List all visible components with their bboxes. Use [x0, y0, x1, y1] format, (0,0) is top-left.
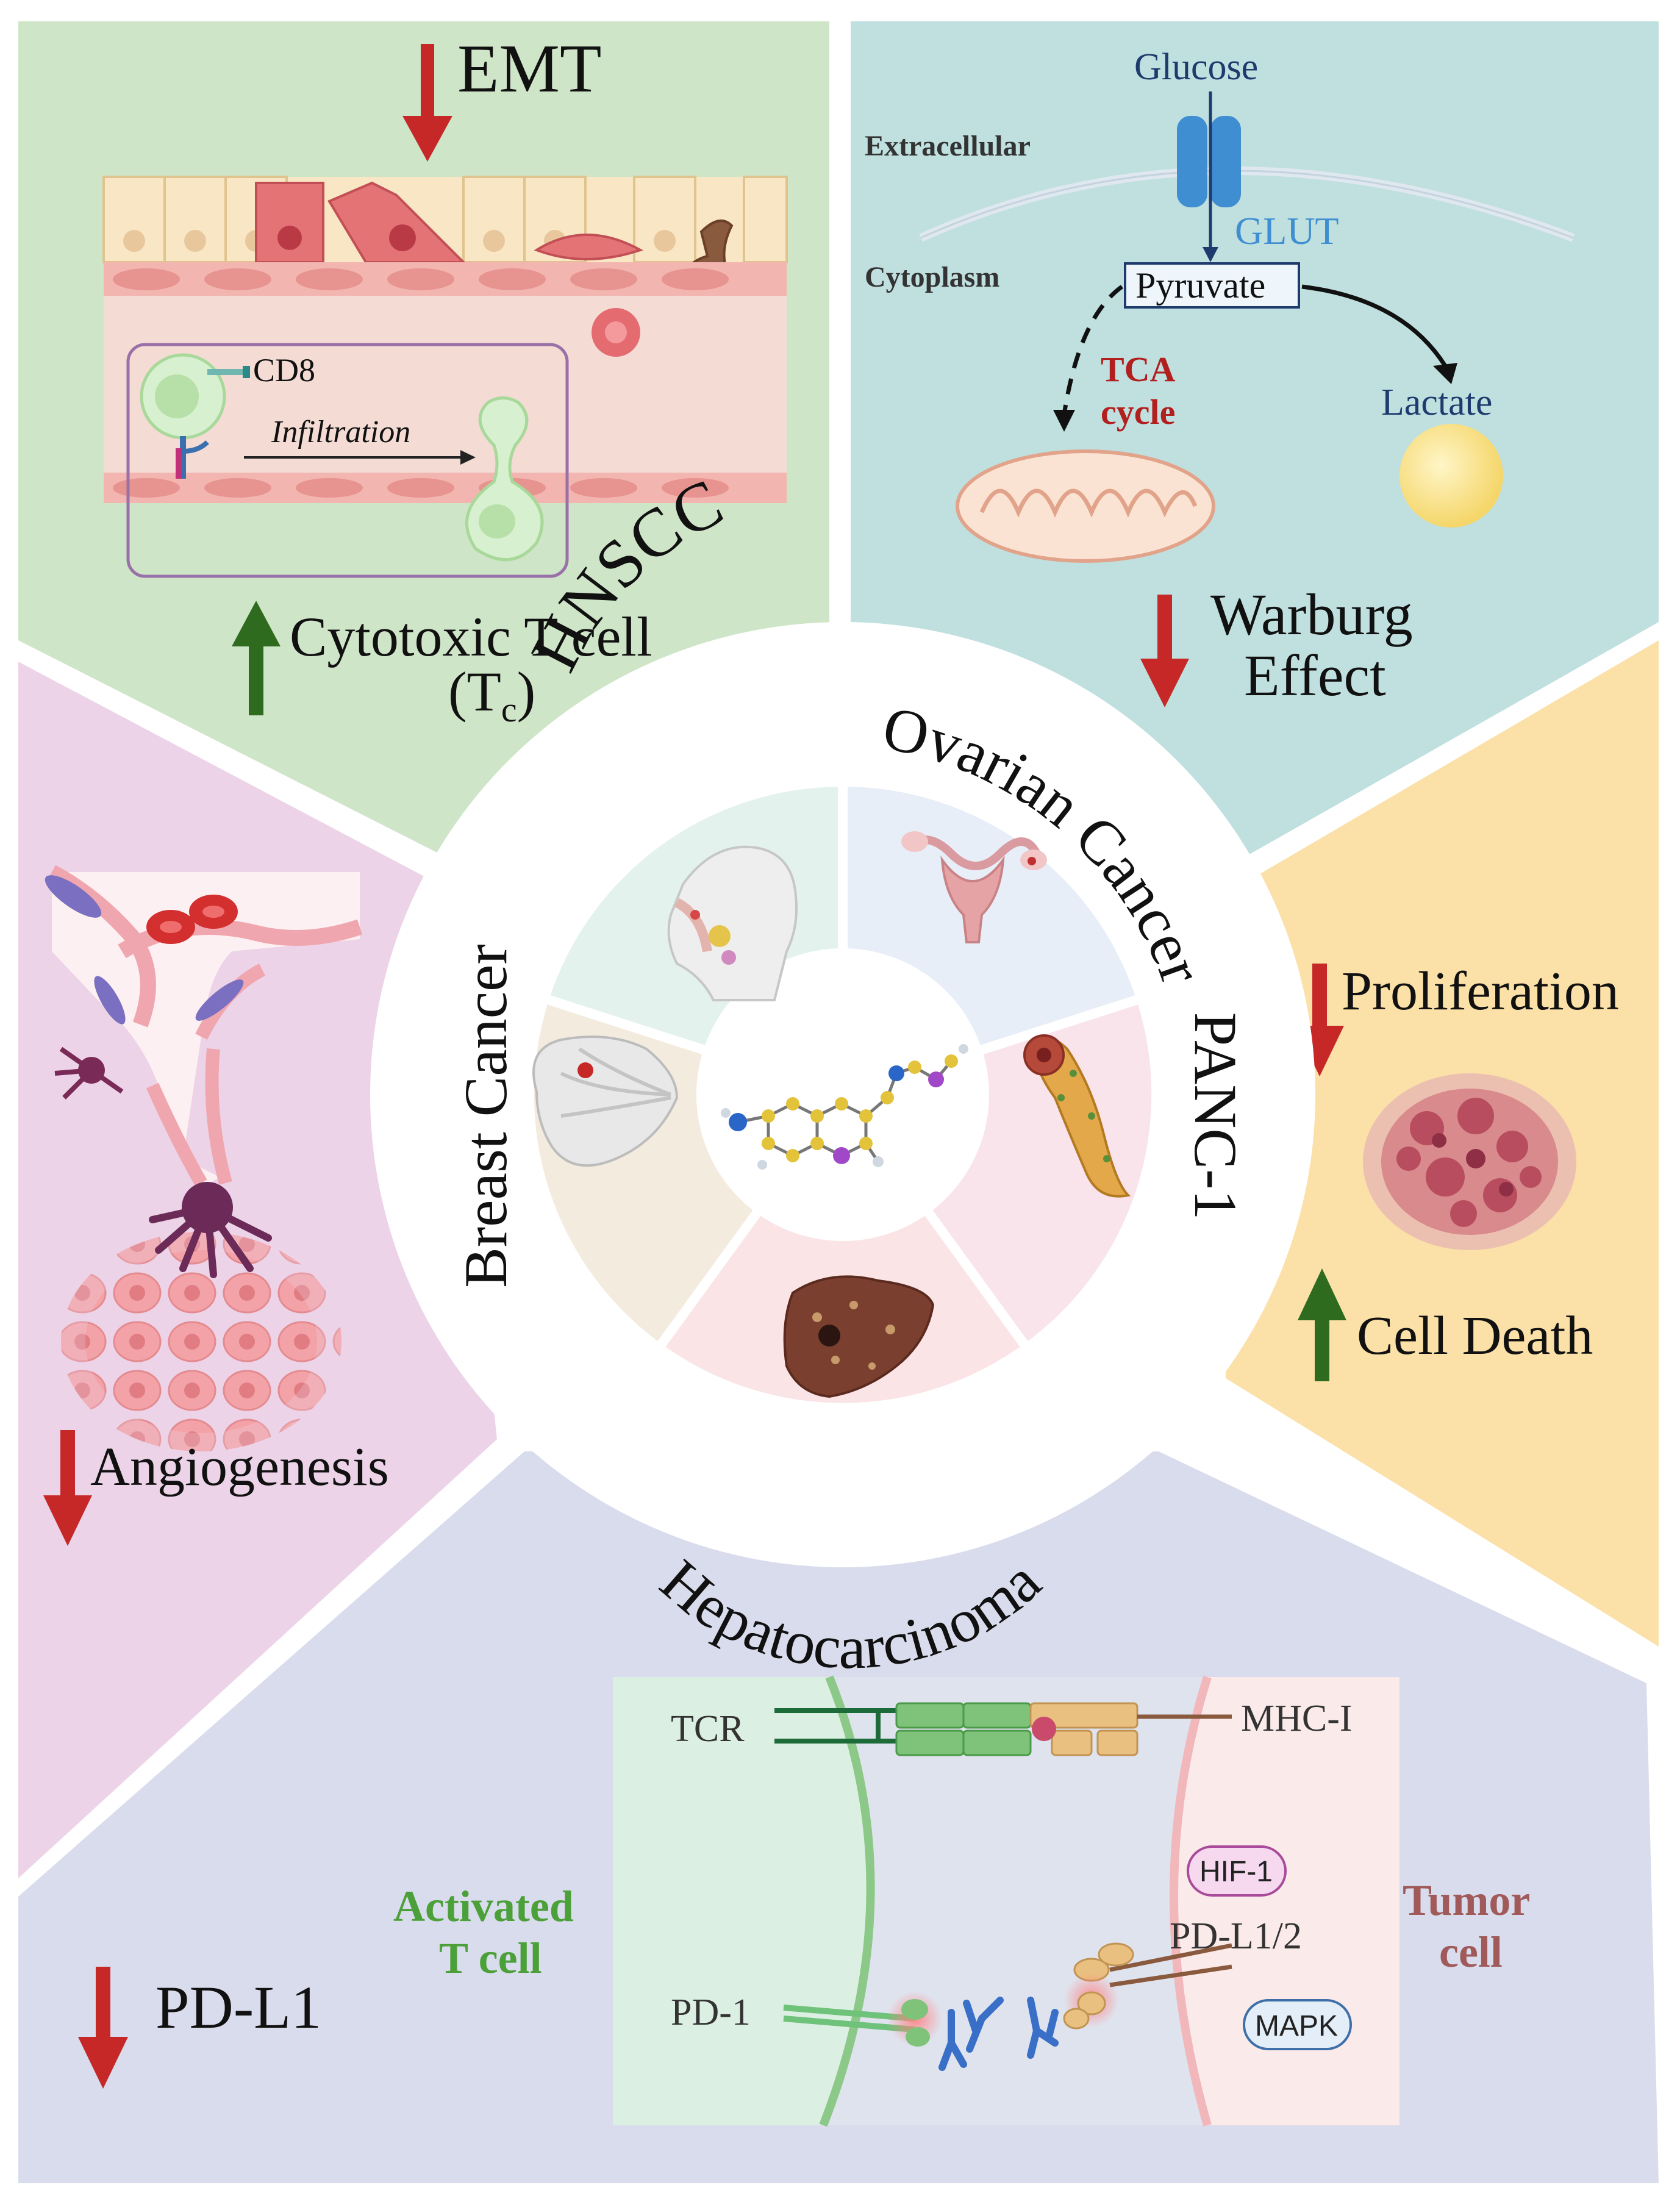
breast-label: Breast Cancer [452, 944, 520, 1288]
warburg-label-1: Warburg [1210, 582, 1413, 647]
blood-vessel-illustration [45, 865, 363, 1451]
lactate-label: Lactate [1381, 382, 1492, 423]
pdl1-panel: TCR MHC-I Activated T cell Tumor cell HI… [78, 1675, 1530, 2127]
uterus-icon [901, 831, 1047, 943]
tca-label-2: cycle [1101, 392, 1175, 432]
migrating-t-cell-icon [465, 396, 544, 562]
epithelium-illustration [102, 176, 788, 503]
molecule-icon [721, 1044, 968, 1170]
tumor-mass-icon [1363, 1073, 1576, 1250]
activated-label-2: T cell [439, 1934, 542, 1983]
glut-label: GLUT [1235, 209, 1339, 252]
tumor-label-1: Tumor [1403, 1876, 1530, 1925]
pdl1-title: PD-L1 [155, 1973, 321, 2041]
pdl1-down-arrow [78, 1967, 128, 2089]
infiltration-label: Infiltration [271, 415, 410, 449]
proliferation-label: Proliferation [1342, 961, 1619, 1021]
angiogenesis-label: Angiogenesis [90, 1437, 389, 1497]
mhc-label: MHC-I [1241, 1698, 1353, 1739]
pancreas-icon [1023, 1034, 1131, 1198]
lactate-arrow [1301, 284, 1447, 367]
hif1-badge [1187, 1845, 1287, 1897]
angiogenesis-down-arrow [43, 1430, 92, 1546]
head-icon [667, 845, 798, 1001]
hif1-label: HIF-1 [1199, 1856, 1273, 1888]
cell-death-label: Cell Death [1357, 1306, 1593, 1366]
infiltration-box [126, 343, 569, 578]
pyruvate-box [1124, 262, 1300, 309]
tc-sub: c [501, 690, 517, 729]
sector-hepato [662, 1095, 1024, 1403]
emt-down-arrow [402, 44, 452, 162]
cytotoxic-tcell-label: Cytotoxic T cell [290, 606, 652, 668]
liver-icon [783, 1275, 935, 1398]
center-wheel: HNSCC Ovarian Cancer Hepatocarcinoma Bre… [370, 465, 1315, 1681]
extracellular-label: Extracellular [865, 130, 1031, 162]
angio-panel: Angiogenesis [43, 865, 389, 1546]
tc-main: (T [448, 660, 501, 723]
antibody-icon [938, 1997, 1059, 2071]
tcr-mhc-complex [774, 1702, 1232, 1756]
emt-title: EMT [457, 31, 601, 107]
tcr-label: TCR [671, 1708, 745, 1750]
cd8-label: CD8 [253, 352, 315, 388]
glut-transporter-icon [1177, 91, 1241, 262]
warburg-label-2: Effect [1244, 643, 1386, 708]
breast-icon [532, 1036, 679, 1167]
pdl12-label: PD-L1/2 [1170, 1915, 1302, 1957]
panc-label: PANC-1 [1182, 1012, 1249, 1220]
glucose-label: Glucose [1134, 46, 1258, 88]
warburg-panel: Glucose Extracellular Cytoplasm GLUT Pyr… [865, 46, 1575, 708]
pyruvate-label: Pyruvate [1135, 265, 1265, 306]
prolif-panel: Proliferation Cell Death [1295, 961, 1619, 1381]
center-hub [696, 948, 989, 1241]
warburg-down-arrow [1140, 595, 1189, 707]
lactate-icon [1399, 424, 1503, 528]
tc-label: (Tc) [448, 660, 535, 729]
pd1-receptor-icon [783, 1991, 942, 2047]
tc-end: ) [517, 660, 536, 723]
activated-label-1: Activated [393, 1882, 574, 1931]
t-cell-icon [140, 353, 250, 479]
tumor-region [1174, 1677, 1399, 2125]
cytoplasm-label: Cytoplasm [865, 261, 999, 293]
tca-dashed-arrow [1062, 285, 1124, 415]
warburg-panel-bg [851, 21, 1659, 878]
mapk-label: MAPK [1255, 2010, 1338, 2042]
pd1-label: PD-1 [671, 1992, 751, 2033]
pdl1-ligand-icon [1063, 1942, 1232, 2030]
infiltration-arrow [244, 450, 476, 465]
tcell-region [613, 1677, 871, 2125]
tcell-up-arrow [232, 601, 281, 715]
tumor-label-2: cell [1439, 1928, 1503, 1976]
tca-label-1: TCA [1101, 349, 1176, 389]
emt-panel: EMT [102, 31, 788, 729]
mitochondrion-icon [956, 449, 1215, 563]
mapk-badge [1243, 1999, 1352, 2050]
celldeath-up-arrow [1298, 1268, 1346, 1381]
